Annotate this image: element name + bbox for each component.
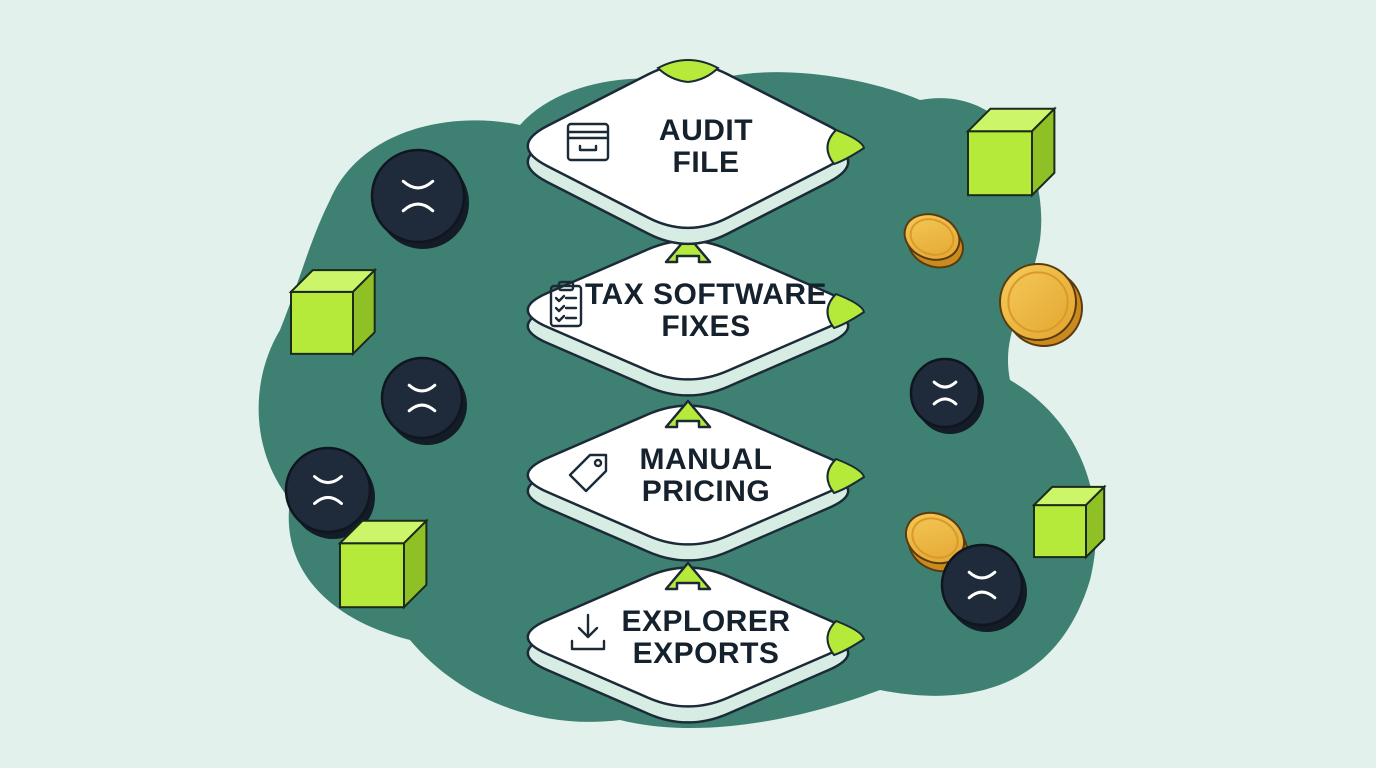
step-label-line: FILE <box>673 146 740 179</box>
step-label-line: EXPORTS <box>633 637 780 670</box>
step-label-line: MANUAL <box>640 443 773 476</box>
step-label-line: AUDIT <box>659 114 753 147</box>
step-label-line: TAX SOFTWARE <box>585 278 827 311</box>
xrp-token-icon <box>380 356 467 445</box>
green-cube-icon <box>288 267 378 357</box>
up-arrow-icon <box>664 234 712 264</box>
step-label-line: FIXES <box>661 310 750 343</box>
gold-coin-icon <box>903 213 964 269</box>
up-arrow-icon <box>664 399 712 429</box>
gold-coin-icon <box>999 263 1083 347</box>
clipboard-checklist-icon <box>549 280 583 328</box>
green-cube-icon <box>1031 484 1107 560</box>
corner-accent <box>826 457 866 495</box>
corner-accent <box>656 59 866 166</box>
green-cube-icon <box>337 518 429 610</box>
xrp-token-icon <box>940 543 1027 632</box>
step-label-line: EXPLORER <box>621 605 790 638</box>
step-label-line: PRICING <box>642 475 771 508</box>
corner-accent <box>826 619 866 657</box>
xrp-token-icon <box>370 148 469 249</box>
xrp-token-icon <box>909 357 984 434</box>
corner-accent <box>826 292 866 330</box>
up-arrow-icon <box>664 561 712 591</box>
download-icon <box>570 613 606 651</box>
xrp-token-icon <box>284 446 375 539</box>
background-blob <box>258 72 1097 729</box>
archive-box-icon <box>566 122 610 162</box>
green-cube-icon <box>965 106 1057 198</box>
price-tag-icon <box>568 453 608 493</box>
